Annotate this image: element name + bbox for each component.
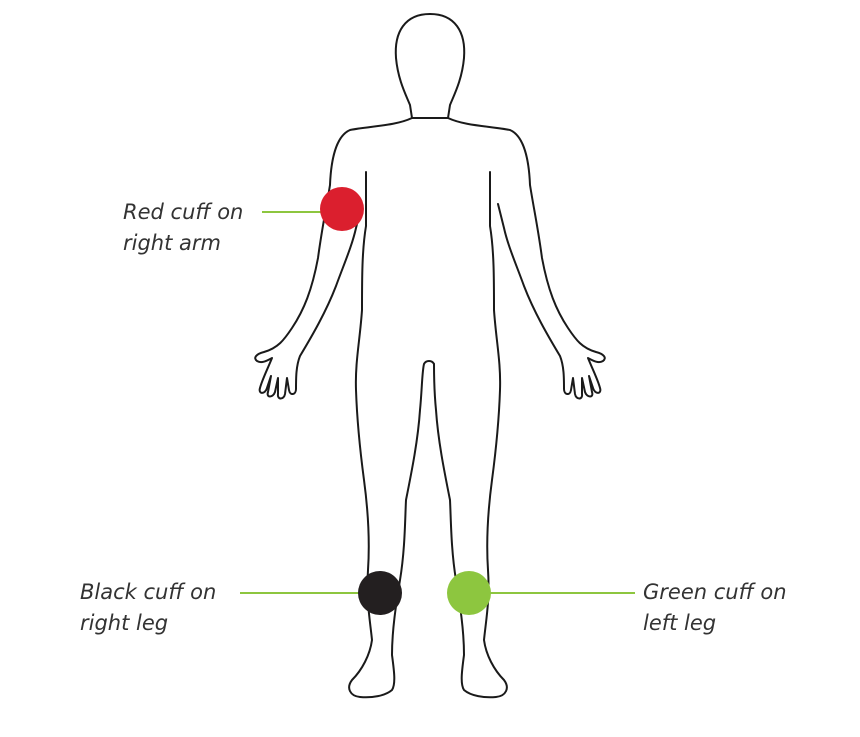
black-cuff-label: Black cuff on right leg (80, 577, 216, 639)
red-cuff-marker (320, 187, 364, 231)
red-cuff-label-line2: right arm (123, 231, 221, 255)
red-cuff-label: Red cuff on right arm (123, 197, 243, 259)
green-cuff-label: Green cuff on left leg (643, 577, 787, 639)
red-cuff-label-line1: Red cuff on (123, 200, 244, 224)
green-cuff-label-line1: Green cuff on (643, 580, 787, 604)
black-cuff-marker (358, 571, 402, 615)
body-outline-right (433, 117, 606, 699)
green-cuff-marker (447, 571, 491, 615)
head-outline (394, 13, 466, 119)
black-cuff-label-line1: Black cuff on (80, 580, 217, 604)
green-cuff-label-line2: left leg (643, 611, 717, 635)
black-cuff-label-line2: right leg (80, 611, 169, 635)
